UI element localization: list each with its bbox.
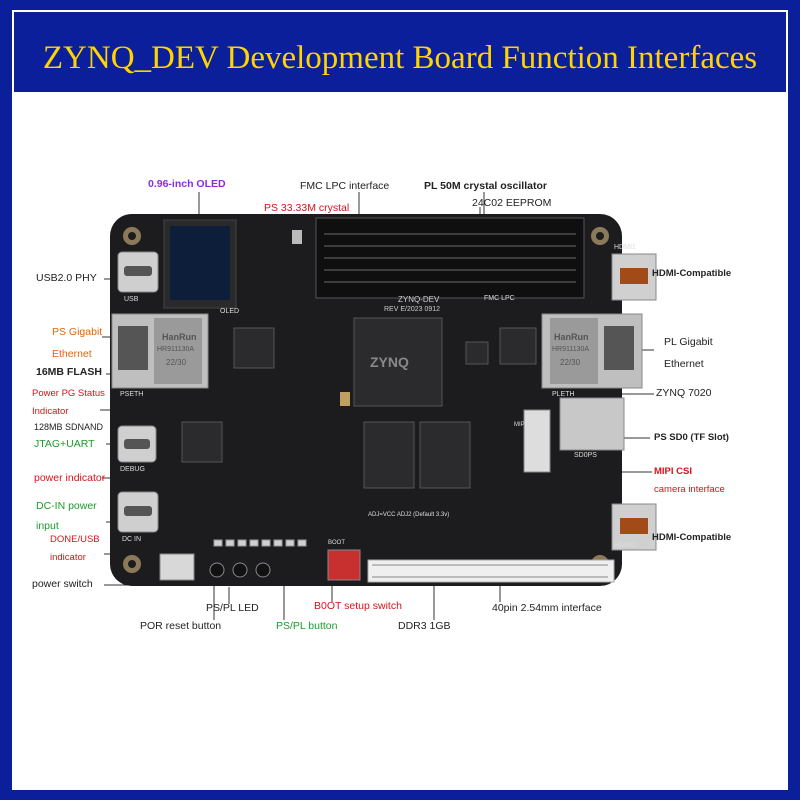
label-jtag: JTAG+UART bbox=[34, 438, 95, 450]
rj45-right-model: HR911130A bbox=[552, 346, 590, 353]
label-hdmi2: HDMI-Compatible bbox=[652, 532, 732, 543]
label-pspl-led: PS/PL LED bbox=[206, 602, 259, 614]
eth-phy-chip bbox=[499, 327, 537, 365]
label-flash: 16MB FLASH bbox=[36, 366, 102, 378]
label-header: 40pin 2.54mm interface bbox=[492, 602, 602, 614]
label-por: POR reset button bbox=[140, 620, 222, 632]
label-power-ind: power indicator bbox=[34, 472, 106, 484]
silk-pleth: PLETH bbox=[552, 391, 575, 398]
ddr-chip-1 bbox=[363, 421, 415, 489]
label-done-2: indicator bbox=[50, 552, 86, 563]
rj45-left-model: HR911130A bbox=[157, 346, 195, 353]
label-eeprom: 24C02 EEPROM bbox=[472, 197, 552, 209]
title-bar: ZYNQ_DEV Development Board Function Inte… bbox=[14, 12, 786, 92]
label-sd0: PS SD0 (TF Slot) bbox=[654, 432, 729, 443]
label-ps-crystal: PS 33.33M crystal bbox=[264, 202, 350, 214]
silk-fmc: FMC LPC bbox=[484, 295, 515, 302]
label-mipi-1: MIPI CSI bbox=[654, 466, 693, 477]
page-title: ZYNQ_DEV Development Board Function Inte… bbox=[42, 40, 758, 76]
label-ps-eth-2: Ethernet bbox=[52, 348, 92, 360]
silk-dcin: DC IN bbox=[122, 536, 142, 543]
ps-crystal bbox=[340, 392, 350, 406]
silk-hdmi1: HDMI1 bbox=[614, 244, 636, 251]
power-switch bbox=[159, 553, 195, 581]
label-ps-eth-1: PS Gigabit bbox=[52, 326, 103, 338]
label-hdmi1: HDMI-Compatible bbox=[652, 268, 732, 279]
label-dcin-1: DC-IN power bbox=[36, 500, 97, 512]
label-pl-eth-1: PL Gigabit bbox=[664, 336, 713, 348]
silk-mipi: MIPI CSI bbox=[514, 422, 539, 428]
silk-hdmi2: HDMI2 bbox=[614, 542, 636, 549]
label-power-switch: power switch bbox=[32, 578, 93, 590]
label-pl-osc: PL 50M crystal oscillator bbox=[424, 180, 547, 192]
hdmi2-connector bbox=[611, 503, 657, 551]
mipi-connector bbox=[523, 409, 551, 473]
label-dcin-2: input bbox=[36, 520, 59, 532]
label-zynq: ZYNQ 7020 bbox=[656, 387, 712, 399]
label-pg-2: Indicator bbox=[32, 406, 69, 417]
zynq-chip bbox=[353, 317, 443, 407]
led-row bbox=[213, 539, 307, 547]
buttons bbox=[209, 562, 271, 578]
diagram-canvas: ZYNQ-DEV REV E/2023 0912 ZYNQ USB OLED P… bbox=[14, 92, 786, 788]
silk-adj: ADJ=VCC ADJ2 (Default 3.3v) bbox=[368, 512, 450, 518]
chip-marking: ZYNQ bbox=[370, 354, 409, 370]
silk-pseth: PSETH bbox=[120, 391, 144, 398]
oled-screen bbox=[170, 226, 230, 300]
rj45-right-code: 22/30 bbox=[560, 358, 581, 367]
usb-uart-chip bbox=[181, 421, 223, 463]
rj45-left-code: 22/30 bbox=[166, 358, 187, 367]
board-rev: REV E/2023 0912 bbox=[384, 306, 441, 313]
label-fmc: FMC LPC interface bbox=[300, 180, 390, 192]
label-ddr: DDR3 1GB bbox=[398, 620, 451, 632]
label-oled: 0.96-inch OLED bbox=[148, 178, 226, 190]
eeprom-chip bbox=[465, 341, 489, 365]
sd-slot bbox=[559, 397, 625, 451]
rj45-right-brand: HanRun bbox=[554, 332, 589, 342]
label-pg-1: Power PG Status bbox=[32, 388, 105, 399]
silk-boot: BOOT bbox=[328, 540, 346, 546]
white-border bbox=[12, 10, 788, 790]
flash-chip bbox=[233, 327, 275, 369]
label-usb-phy: USB2.0 PHY bbox=[36, 272, 97, 284]
silk-oled: OLED bbox=[220, 308, 240, 315]
rj45-left-brand: HanRun bbox=[162, 332, 197, 342]
label-pspl-btn: PS/PL button bbox=[276, 620, 338, 632]
boot-switch bbox=[327, 549, 361, 581]
silk-sd0ps: SD0PS bbox=[574, 452, 597, 459]
label-sdnand: 128MB SDNAND bbox=[34, 422, 104, 432]
label-mipi-2: camera interface bbox=[654, 484, 725, 495]
silk-usb: USB bbox=[124, 296, 139, 303]
board-illustration bbox=[100, 192, 657, 620]
ddr-chip-2 bbox=[419, 421, 471, 489]
silk-debug: DEBUG bbox=[120, 466, 145, 473]
label-boot: B0OT setup switch bbox=[314, 600, 402, 612]
label-done-1: DONE/USB bbox=[50, 534, 100, 545]
board-name: ZYNQ-DEV bbox=[398, 295, 440, 304]
label-pl-eth-2: Ethernet bbox=[664, 358, 704, 370]
